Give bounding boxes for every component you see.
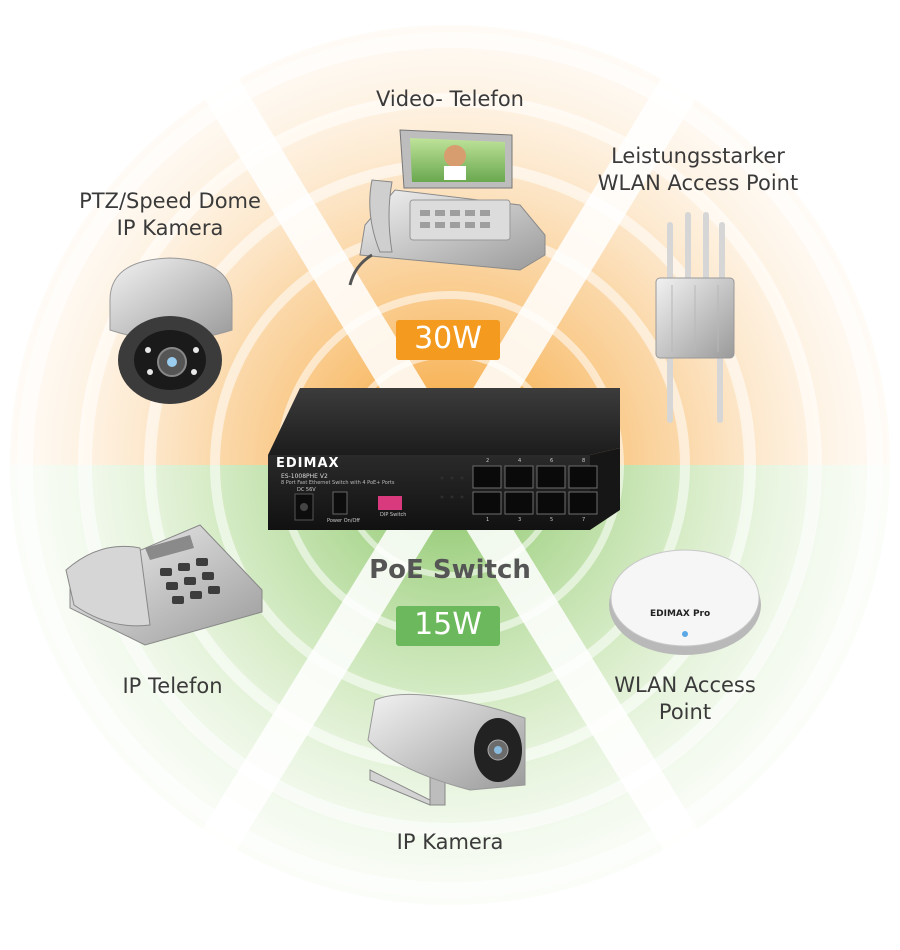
port-number-bottom: 5 — [550, 517, 554, 523]
port-number-bottom: 7 — [582, 517, 586, 523]
ip-phone-icon — [65, 524, 263, 646]
switch-power-label: Power On/Off — [327, 518, 360, 524]
bullet-camera-icon — [367, 693, 526, 806]
ip-phone-label: IP Telefon — [122, 674, 223, 698]
access-point-brand-logo: EDIMAX Pro — [650, 609, 711, 619]
port-number-top: 8 — [582, 458, 586, 464]
power-badge-15w: 15W — [396, 606, 500, 646]
port-number-top: 4 — [518, 458, 522, 464]
wlan-ap-label-line1: WLAN Access — [614, 673, 756, 697]
switch-dc-label: DC 56V — [297, 487, 316, 493]
switch-brand-logo: EDIMAX — [276, 456, 340, 471]
switch-dip-label: DIP Switch — [380, 512, 407, 518]
switch-description: 8 Port Fast Ethernet Switch with 4 PoE+ … — [281, 480, 395, 486]
video-phone-icon — [348, 129, 546, 286]
wlan-ap-label-line2: Point — [658, 700, 712, 724]
ap-power-label-line1: Leistungsstarker — [611, 144, 785, 168]
ap-power-label-line2: WLAN Access Point — [597, 171, 799, 195]
ceiling-access-point-icon — [609, 549, 761, 655]
ptz-camera-label-line1: PTZ/Speed Dome — [79, 189, 261, 213]
poe-switch-device — [268, 388, 620, 530]
video-phone-label: Video- Telefon — [376, 87, 524, 111]
power-badge-30w: 30W — [396, 320, 500, 360]
ip-camera-label: IP Kamera — [396, 830, 504, 854]
port-number-top: 2 — [486, 458, 490, 464]
port-number-top: 6 — [550, 458, 554, 464]
poe-switch-title: PoE Switch — [369, 555, 531, 585]
port-number-bottom: 3 — [518, 517, 522, 523]
ptz-dome-camera-icon — [109, 257, 233, 404]
switch-model-label: ES-1008PHE V2 — [281, 473, 328, 480]
outdoor-access-point-icon — [655, 212, 735, 423]
port-number-bottom: 1 — [486, 517, 490, 523]
ptz-camera-label-line2: IP Kamera — [116, 216, 224, 240]
